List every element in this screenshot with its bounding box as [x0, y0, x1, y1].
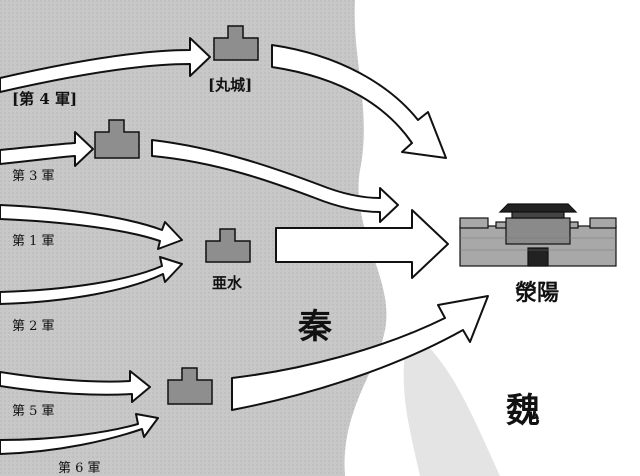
- region-qin-label: 秦: [297, 307, 333, 347]
- army5-label: 第 5 軍: [12, 404, 55, 419]
- fort-top-label: [丸城]: [208, 76, 252, 94]
- city-label: 滎陽: [515, 280, 559, 306]
- army4-label: [第 4 軍]: [12, 90, 77, 108]
- army1-label: 第 1 軍: [12, 234, 55, 249]
- army3-arrow: [0, 131, 94, 167]
- fort-mid-icon: [205, 228, 251, 263]
- wei-territory: [403, 330, 500, 476]
- qin-territory-texture: [0, 0, 387, 476]
- army1-arrow: [0, 204, 183, 250]
- fort-bottom-icon: [167, 367, 213, 405]
- army6-label: 第 6 軍: [58, 461, 101, 476]
- fort-mid-label: 亜水: [212, 274, 243, 292]
- army2-label: 第 2 軍: [12, 319, 55, 334]
- army2-arrow: [0, 256, 183, 305]
- army6-arrow: [0, 413, 159, 455]
- fort-icon: [94, 25, 259, 405]
- bottom-arrow: [231, 295, 489, 411]
- region-wei-label: 魏: [506, 391, 540, 431]
- army3-label: 第 3 軍: [12, 169, 55, 184]
- fort3-arrow: [151, 139, 399, 223]
- walled-city-icon: [459, 203, 617, 267]
- army5-arrow: [0, 370, 151, 403]
- main-arrow: [275, 209, 449, 279]
- top-fort-arrow: [271, 44, 447, 159]
- fort-top-icon: [213, 25, 259, 61]
- fort-3-icon: [94, 119, 140, 159]
- army4-arrow: [0, 37, 211, 93]
